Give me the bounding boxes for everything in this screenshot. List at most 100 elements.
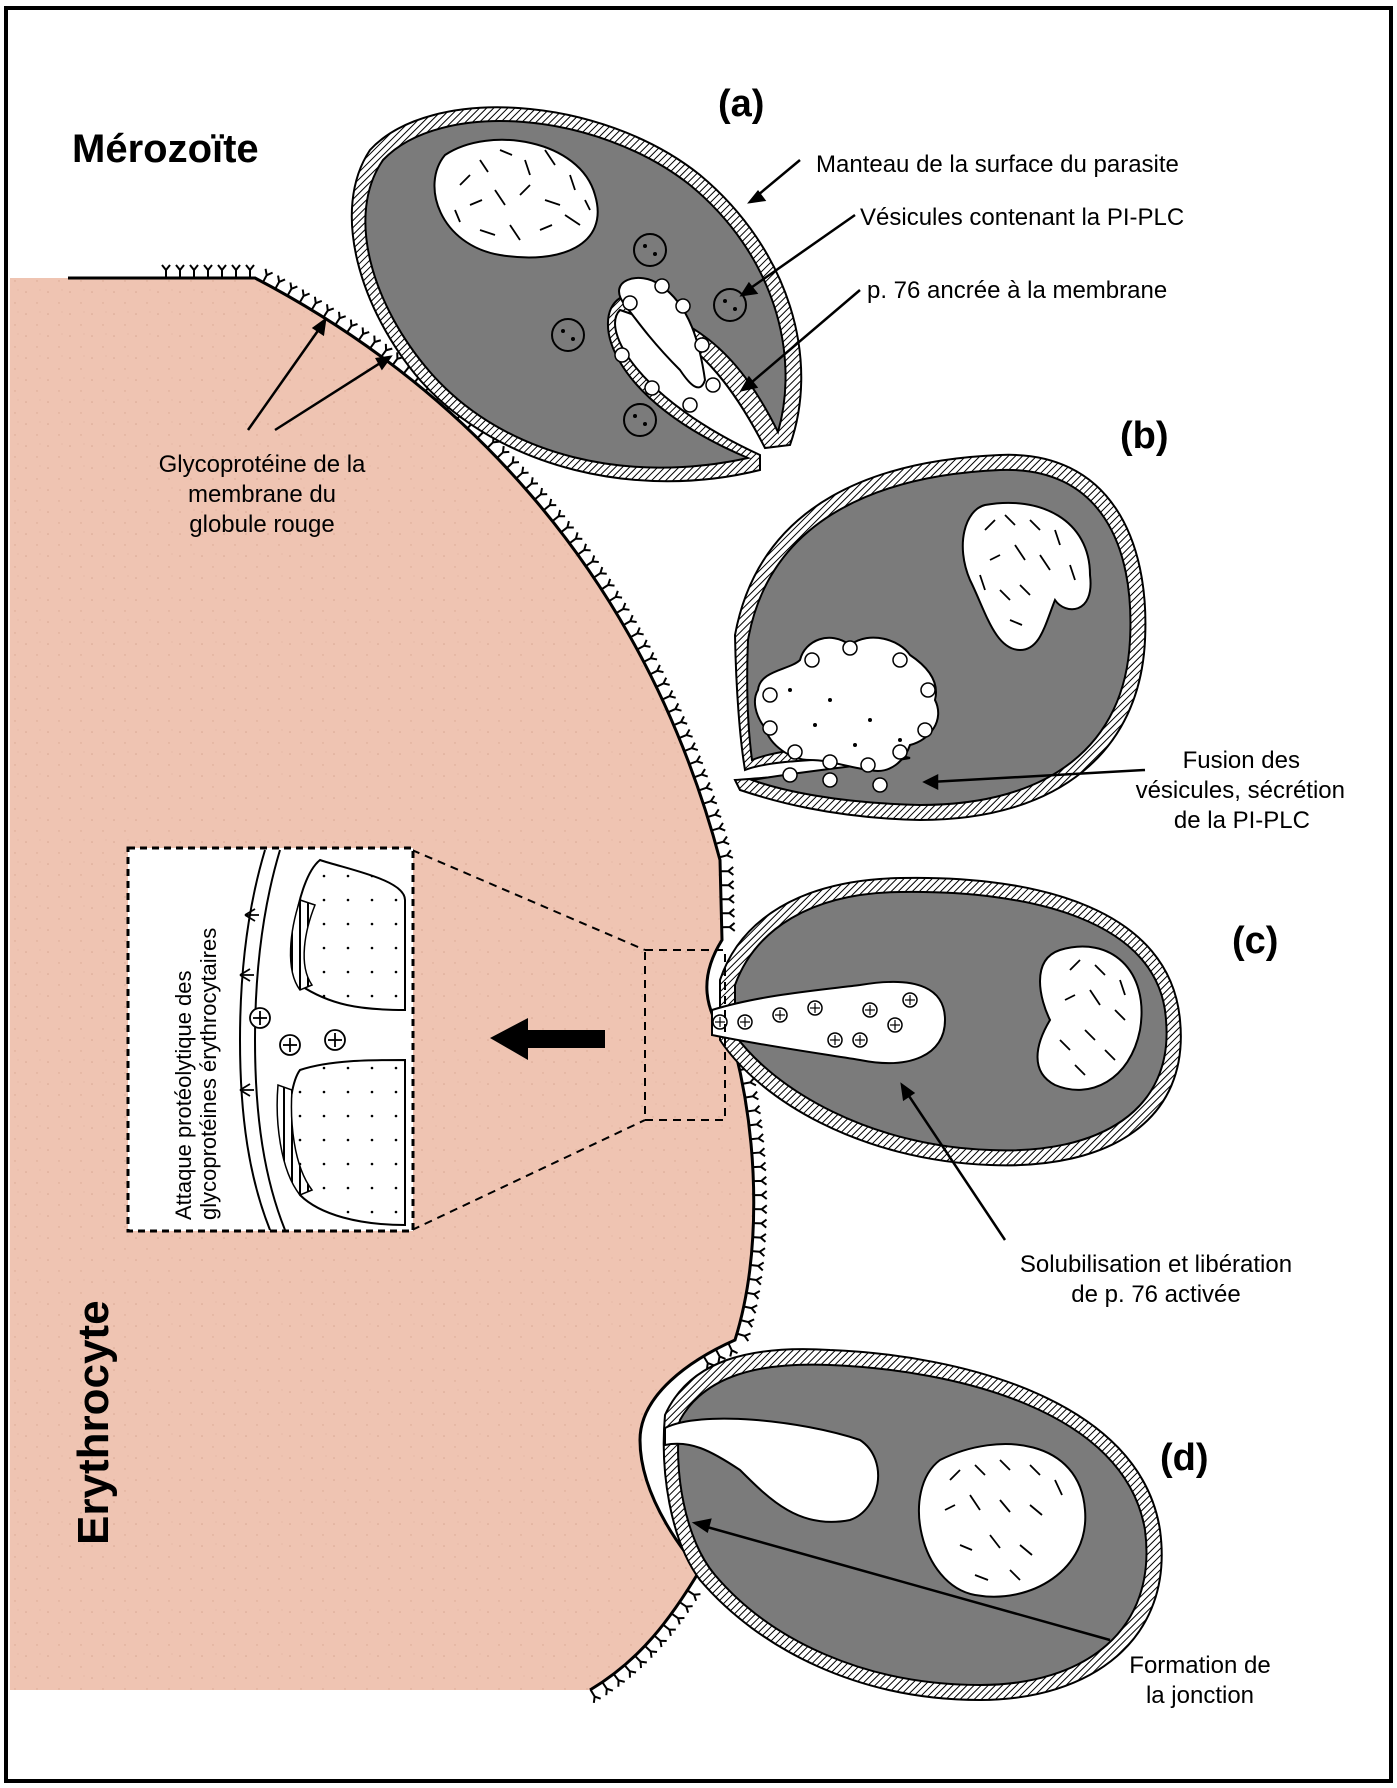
label-fusion: Fusion des vésicules, sécrétion de la PI…	[1136, 747, 1345, 834]
glycoprotein-spike	[678, 728, 693, 739]
merozoite-a	[350, 106, 803, 483]
glycoprotein-spike	[693, 768, 709, 779]
glycoprotein-spike	[711, 822, 726, 832]
glycoprotein-spike	[615, 602, 630, 614]
glycoprotein-spike	[346, 319, 358, 334]
glycoprotein-spike	[589, 1689, 602, 1704]
glycoprotein-spike	[496, 445, 510, 459]
solub-line-1: Solubilisation et libération	[1020, 1251, 1292, 1278]
glycoprotein-spike	[707, 808, 722, 819]
glycoprotein-spike	[661, 690, 676, 701]
glycoprotein-spike	[322, 304, 335, 318]
glycoprotein-spike	[644, 1645, 658, 1658]
glycoprotein-spike	[746, 1104, 762, 1115]
label-p76: p. 76 ancrée à la membrane	[867, 277, 1167, 304]
glycoprotein-spike	[679, 1601, 693, 1613]
glycoprotein-spike	[568, 532, 583, 545]
panel-label-b: (b)	[1120, 415, 1169, 457]
glycoprotein-spike	[189, 264, 199, 278]
glycoprotein-spike	[161, 264, 171, 278]
label-solubilisation: Solubilisation et libération de p. 76 ac…	[1020, 1251, 1292, 1308]
merozoite-d	[662, 1348, 1163, 1702]
formation-line-1: Formation de	[1129, 1652, 1270, 1679]
glycoprotein-spike	[753, 1175, 768, 1186]
glycoprotein-spike	[623, 1664, 637, 1678]
glycoprotein-spike	[753, 1204, 768, 1215]
glycoprotein-spike	[721, 922, 736, 932]
glyco-line-2: membrane du	[188, 481, 336, 508]
label-formation: Formation de la jonction	[1129, 1652, 1270, 1709]
glycoprotein-spike	[634, 1655, 647, 1669]
glyco-line-3: globule rouge	[189, 511, 334, 538]
glycoprotein-spike	[751, 1247, 766, 1257]
glycoprotein-spike	[714, 1348, 726, 1363]
glycoprotein-spike	[667, 702, 682, 714]
glycoprotein-spike	[736, 1332, 751, 1342]
glycoprotein-spike	[746, 1290, 761, 1300]
glycoprotein-spike	[245, 264, 255, 278]
title-merozoite: Mérozoïte	[72, 127, 259, 171]
glycoprotein-spike	[721, 908, 736, 918]
glycoprotein-spike	[601, 1681, 614, 1696]
glycoprotein-spike	[636, 639, 651, 651]
glycoprotein-spike	[673, 715, 688, 727]
glycoprotein-spike	[357, 327, 370, 342]
glycoprotein-spike	[748, 1275, 763, 1286]
panel-label-c: (c)	[1232, 920, 1278, 962]
glycoprotein-spike	[750, 1261, 765, 1272]
glycoprotein-spike	[369, 335, 382, 350]
inset-label-line-1: Attaque protéolytique des	[171, 970, 196, 1220]
glycoprotein-spike	[727, 1342, 738, 1357]
solub-line-2: de p. 76 activée	[1071, 1281, 1240, 1308]
glycoprotein-spike	[720, 880, 735, 890]
glycoprotein-spike	[653, 1634, 667, 1648]
panel-label-d: (d)	[1160, 1437, 1209, 1479]
glycoprotein-spike	[698, 781, 713, 792]
glycoprotein-spike	[262, 268, 274, 283]
glycoprotein-spike	[751, 1147, 766, 1157]
figure-frame	[4, 6, 1393, 1783]
glycoprotein-spike	[524, 477, 539, 490]
glycoprotein-spike	[720, 866, 734, 876]
glycoprotein-spike	[743, 1304, 758, 1314]
glycoprotein-spike	[662, 1623, 676, 1637]
glycoprotein-spike	[231, 264, 241, 278]
big-arrow	[490, 1018, 605, 1060]
glycoprotein-spike	[750, 1133, 765, 1143]
glycoprotein-spike	[643, 651, 658, 663]
glycoprotein-spike	[298, 289, 310, 304]
glycoprotein-spike	[670, 1612, 685, 1625]
glycoprotein-spike	[534, 487, 548, 501]
glycoprotein-spike	[175, 264, 185, 278]
glycoprotein-spike	[310, 296, 323, 311]
glycoprotein-spike	[683, 742, 699, 752]
glycoprotein-spike	[608, 590, 623, 603]
glycoprotein-spike	[753, 1218, 768, 1229]
glycoprotein-spike	[551, 509, 566, 522]
label-manteau: Manteau de la surface du parasite	[816, 151, 1179, 178]
erythrocyte-label: Erythrocyte	[69, 1300, 118, 1545]
glycoprotein-spike	[715, 835, 730, 846]
fusion-line-1: Fusion des	[1183, 747, 1300, 774]
glycoprotein-spike	[334, 311, 347, 326]
panel-label-a: (a)	[718, 83, 764, 125]
formation-line-2: la jonction	[1146, 1682, 1254, 1709]
glycoprotein-spike	[688, 755, 704, 766]
glycoprotein-spike	[702, 795, 718, 805]
fusion-line-2: vésicules, sécrétion	[1136, 777, 1345, 804]
label-glycoproteine: Glycoprotéine de la membrane du globule …	[159, 451, 366, 538]
zoom-guides	[411, 849, 726, 1231]
glycoprotein-spike	[203, 264, 213, 278]
glycoprotein-spike	[543, 498, 557, 512]
glycoprotein-spike	[600, 578, 615, 591]
glycoprotein-spike	[560, 520, 574, 533]
glycoprotein-spike	[286, 282, 298, 297]
glycoprotein-spike	[585, 555, 599, 567]
glycoprotein-spike	[740, 1318, 755, 1328]
glycoprotein-spike	[719, 849, 734, 859]
glycoprotein-spike	[655, 677, 670, 688]
glycoprotein-spike	[380, 343, 393, 358]
label-vesicules: Vésicules contenant la PI-PLC	[860, 204, 1184, 231]
glycoprotein-spike	[686, 1589, 701, 1602]
glycoprotein-spike	[752, 1161, 767, 1172]
